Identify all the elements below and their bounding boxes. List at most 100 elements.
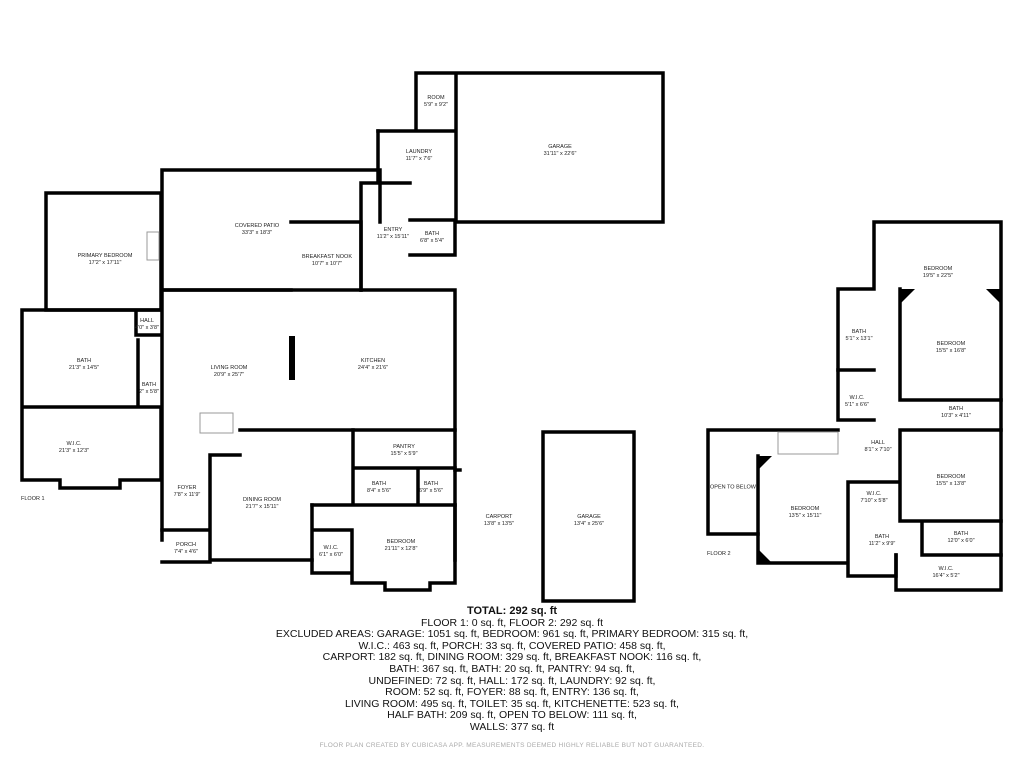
room-dims: 4'0" x 3'8" (134, 325, 160, 331)
summary-line: BATH: 367 sq. ft, BATH: 20 sq. ft, PANTR… (389, 662, 635, 675)
room-name: ROOM (427, 95, 445, 101)
summary-line: W.I.C.: 463 sq. ft, PORCH: 33 sq. ft, CO… (358, 639, 666, 652)
room-label: W.I.C.7'10" x 5'8" (860, 491, 887, 505)
room-name: BREAKFAST NOOK (301, 254, 353, 260)
room-name: W.I.C. (66, 441, 82, 447)
room-name: BATH (423, 481, 439, 487)
room-dims: 10'7" x 10'7" (311, 261, 343, 267)
wall-bedroom-1 (310, 503, 457, 592)
room-name: BEDROOM (936, 341, 966, 347)
room-dims: 7'10" x 5'8" (860, 498, 888, 504)
room-name: BEDROOM (923, 266, 953, 272)
room-dims: 13'8" x 13'5" (483, 521, 515, 527)
room-label: W.I.C.5'1" x 6'6" (845, 395, 869, 409)
room-dims: 11'2" x 9'9" (868, 541, 896, 547)
wall-carport (453, 468, 462, 562)
room-name: LAUNDRY (405, 149, 433, 155)
room-dims: 19'5" x 22'5" (922, 273, 954, 279)
room-name: BATH (141, 382, 157, 388)
room-label: W.I.C.21'3" x 12'3" (59, 441, 89, 455)
room-dims: 10'3" x 4'11" (941, 413, 971, 419)
wall-primary-bedroom (44, 191, 163, 312)
room-dims: 31'11" x 22'6" (543, 151, 577, 157)
room-dims: 5'9" x 9'2" (423, 102, 449, 108)
room-name: GARAGE (577, 514, 601, 520)
room-name: PRIMARY BEDROOM (77, 253, 133, 259)
room-name: HALL (871, 440, 885, 446)
room-name: BATH (424, 231, 440, 237)
room-name: W.I.C. (849, 395, 865, 401)
room-dims: 2" x 5'8" (139, 389, 159, 395)
summary-line: LIVING ROOM: 495 sq. ft, TOILET: 35 sq. … (345, 697, 679, 710)
disclaimer-footer: FLOOR PLAN CREATED BY CUBICASA APP. MEAS… (319, 742, 705, 749)
total-area: TOTAL: 292 sq. ft (466, 605, 558, 617)
room-name: FOYER (177, 485, 197, 491)
room-name: BATH (874, 534, 890, 540)
room-dims: 11'2" x 15'11" (376, 234, 410, 240)
floor-1-label: FLOOR 1 (21, 496, 45, 502)
room-dims: 5'1" x 6'6" (844, 402, 870, 408)
room-name: PANTRY (393, 444, 415, 450)
stairs-icon (199, 412, 234, 434)
room-name: BEDROOM (386, 539, 416, 545)
room-name: KITCHEN (360, 358, 386, 364)
room-name: HALL (140, 318, 154, 324)
corner-fill (758, 456, 772, 470)
wall-bath-left (20, 308, 163, 490)
wall-foyer (160, 428, 457, 564)
room-dims: 6'1" x 6'0" (318, 552, 344, 558)
room-dims: 21'3" x 14'5" (68, 365, 100, 371)
room-dims: 11'7" x 7'6" (405, 156, 433, 162)
room-dims: 20'9" x 25'7" (213, 372, 245, 378)
wall-floor2-inner (756, 287, 1003, 578)
room-name: OPEN TO BELOW (710, 484, 756, 491)
room-name: CARPORT (485, 514, 513, 520)
room-dims: 21'11" x 12'8" (384, 546, 418, 552)
corner-fill (900, 289, 915, 304)
wall-floor2-outer (706, 220, 1003, 592)
summary-line: EXCLUDED AREAS: GARAGE: 1051 sq. ft, BED… (275, 628, 749, 641)
wall-laundry-room (376, 71, 665, 224)
room-dims: 16'4" x 5'2" (932, 573, 960, 579)
room-name: LIVING ROOM (210, 365, 248, 371)
floor-2-label: FLOOR 2 (707, 551, 731, 557)
room-dims: 7'8" x 11'9" (173, 492, 201, 498)
room-dims: 17'2" x 17'11" (88, 260, 122, 266)
room-dims: 15'5" x 5'9" (390, 451, 418, 457)
room-name: BATH (953, 531, 969, 537)
room-dims: 8'4" x 5'6" (366, 488, 392, 494)
room-dims: 5'1" x 13'1" (845, 336, 873, 342)
corner-fill (758, 549, 772, 563)
room-dims: 24'4" x 21'6" (357, 365, 389, 371)
fireplace-icon (289, 336, 295, 380)
room-label: OPEN TO BELOW (710, 485, 756, 492)
room-dims: 8'1" x 7'10" (864, 447, 892, 453)
summary-line: CARPORT: 182 sq. ft, DINING ROOM: 329 sq… (322, 651, 702, 664)
room-dims: 21'3" x 12'3" (58, 448, 90, 454)
room-label: W.I.C.16'4" x 5'2" (932, 566, 959, 580)
